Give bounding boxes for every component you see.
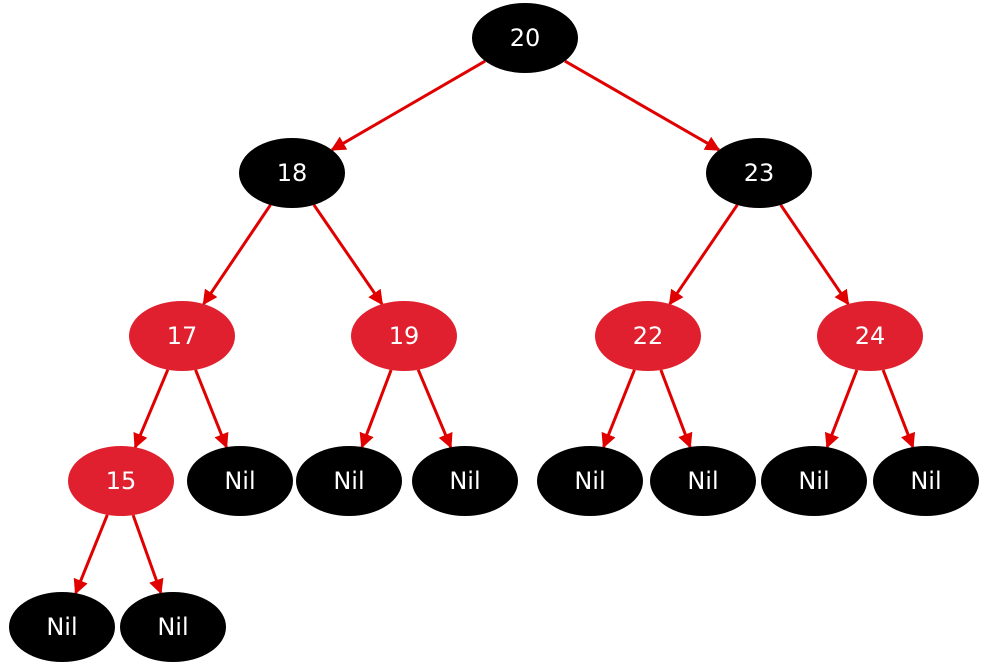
node-shape-nil19l	[296, 446, 402, 516]
node-label-nil22l: Nil	[574, 467, 605, 495]
node-label-n17: 17	[167, 322, 198, 350]
node-shape-nil24r	[873, 446, 979, 516]
edge-n22-to-nil22r	[659, 369, 693, 449]
edge-n20-to-n18	[330, 59, 486, 152]
edge-n17-to-n15	[133, 369, 170, 449]
node-shape-n24	[817, 301, 923, 371]
node-shape-n18	[239, 138, 345, 208]
edge-n19-to-nil19l	[359, 369, 393, 449]
tree-node-nil17r: Nil	[187, 446, 293, 516]
edge-n17-to-nil17r	[194, 369, 229, 449]
node-shape-n15	[68, 446, 174, 516]
node-label-n22: 22	[633, 322, 664, 350]
node-label-n23: 23	[744, 159, 775, 187]
tree-node-n22: 22	[595, 301, 701, 371]
edge-n24-to-nil24r	[881, 369, 916, 449]
node-label-nil19r: Nil	[449, 467, 480, 495]
node-shape-n22	[595, 301, 701, 371]
node-label-n20: 20	[510, 24, 541, 52]
node-label-n24: 24	[855, 322, 886, 350]
edge-n22-to-nil22l	[601, 369, 636, 449]
tree-node-nil15r: Nil	[120, 592, 226, 662]
node-shape-nil22r	[650, 446, 756, 516]
edge-n23-to-n24	[779, 204, 850, 306]
edge-n18-to-n19	[312, 204, 384, 306]
node-label-n18: 18	[277, 159, 308, 187]
node-shape-nil17r	[187, 446, 293, 516]
node-label-nil15l: Nil	[46, 613, 77, 641]
node-shape-n23	[706, 138, 812, 208]
tree-node-n17: 17	[129, 301, 235, 371]
edge-n20-to-n23	[564, 59, 721, 152]
tree-node-nil24r: Nil	[873, 446, 979, 516]
node-shape-n20	[472, 3, 578, 73]
node-label-n19: 19	[389, 322, 420, 350]
edge-n19-to-nil19r	[416, 369, 453, 449]
node-label-nil17r: Nil	[224, 467, 255, 495]
edge-n15-to-nil15l	[73, 514, 109, 595]
edges-layer	[73, 59, 916, 595]
tree-node-n20: 20	[472, 3, 578, 73]
node-label-nil22r: Nil	[687, 467, 718, 495]
node-shape-nil24l	[761, 446, 867, 516]
edge-n24-to-nil24l	[824, 369, 859, 449]
edge-n23-to-n22	[668, 204, 739, 306]
tree-node-nil19r: Nil	[412, 446, 518, 516]
tree-node-nil15l: Nil	[9, 592, 115, 662]
node-label-nil24r: Nil	[910, 467, 941, 495]
node-shape-nil15r	[120, 592, 226, 662]
tree-node-n24: 24	[817, 301, 923, 371]
edge-n18-to-n17	[202, 204, 272, 306]
node-shape-nil19r	[412, 446, 518, 516]
node-label-n15: 15	[106, 467, 137, 495]
tree-node-nil19l: Nil	[296, 446, 402, 516]
node-label-nil24l: Nil	[798, 467, 829, 495]
tree-node-nil24l: Nil	[761, 446, 867, 516]
node-shape-nil15l	[9, 592, 115, 662]
tree-node-nil22l: Nil	[537, 446, 643, 516]
tree-node-n23: 23	[706, 138, 812, 208]
tree-node-n19: 19	[351, 301, 457, 371]
node-shape-n19	[351, 301, 457, 371]
tree-node-n18: 18	[239, 138, 345, 208]
node-shape-nil22l	[537, 446, 643, 516]
node-label-nil15r: Nil	[157, 613, 188, 641]
node-shape-n17	[129, 301, 235, 371]
tree-node-nil22r: Nil	[650, 446, 756, 516]
edge-n15-to-nil15r	[131, 514, 164, 595]
tree-node-n15: 15	[68, 446, 174, 516]
node-label-nil19l: Nil	[333, 467, 364, 495]
